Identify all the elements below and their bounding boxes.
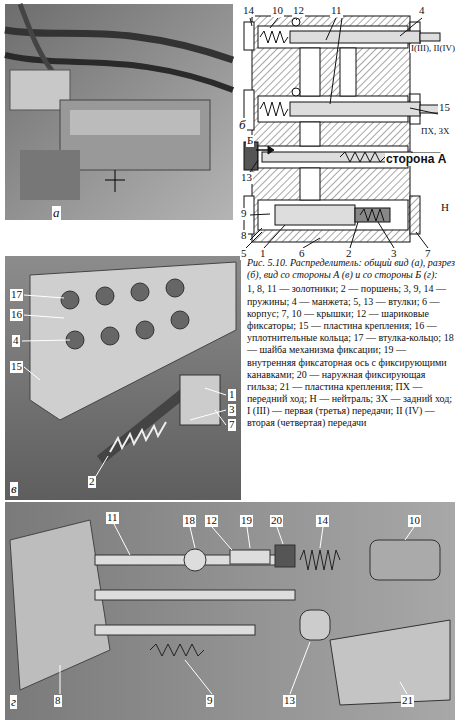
callout-number: 11 — [330, 5, 343, 17]
callout-number: 1 — [259, 248, 267, 260]
callout-number: I(III), II(IV) — [410, 44, 456, 53]
callout-number: 10 — [271, 5, 284, 17]
photo-side-b — [5, 502, 455, 720]
callout-number: ПХ, ЗХ — [420, 127, 451, 136]
callout-number: 8 — [54, 695, 62, 707]
callout-number: 4 — [418, 5, 426, 17]
callout-number: 10 — [408, 515, 421, 527]
callout-number: 16 — [10, 309, 23, 321]
callout-number: 12 — [292, 5, 305, 17]
callout-number: Н — [440, 202, 450, 214]
callout-number: 14 — [242, 5, 255, 17]
callout-number: 21 — [401, 695, 414, 707]
callout-number: 3 — [390, 248, 398, 260]
callout-number: 1 — [228, 389, 236, 401]
parts-list: 1, 8, 11 — золотники; 2 — поршень; 3, 9,… — [247, 283, 455, 429]
callout-number: 15 — [10, 361, 23, 373]
view-letter: в — [10, 482, 18, 496]
callout-number: 15 — [438, 102, 451, 114]
callout-number: 13 — [283, 695, 296, 707]
callout-number: 20 — [270, 515, 283, 527]
callout-number: 14 — [316, 515, 329, 527]
view-letter: б — [238, 118, 247, 132]
view-letter: а — [52, 206, 61, 220]
callout-number: 2 — [345, 248, 353, 260]
callout-number: 5 — [240, 248, 248, 260]
callout-number: 3 — [228, 404, 236, 416]
figure-caption: Рис. 5.10. Распределитель: общий вид (а)… — [247, 257, 455, 281]
callout-number: 7 — [424, 248, 432, 260]
callout-number: 19 — [240, 515, 253, 527]
photo-side-a — [5, 256, 241, 500]
callout-number: сторона А — [385, 153, 447, 166]
callout-number: 12 — [205, 515, 218, 527]
callout-number: 17 — [10, 289, 23, 301]
view-letter: г — [10, 695, 17, 709]
photo-general-view — [5, 4, 233, 220]
callout-number: 7 — [228, 419, 236, 431]
callout-number: Б — [246, 135, 254, 147]
callout-number: 13 — [240, 172, 253, 184]
callout-number: 6 — [298, 248, 306, 260]
callout-number: 4 — [12, 335, 20, 347]
callout-number: 9 — [206, 695, 214, 707]
callout-number: 8 — [240, 230, 248, 242]
callout-number: 11 — [106, 512, 119, 524]
callout-number: 18 — [183, 515, 196, 527]
callout-number: 9 — [240, 208, 248, 220]
callout-number: 2 — [88, 476, 96, 488]
